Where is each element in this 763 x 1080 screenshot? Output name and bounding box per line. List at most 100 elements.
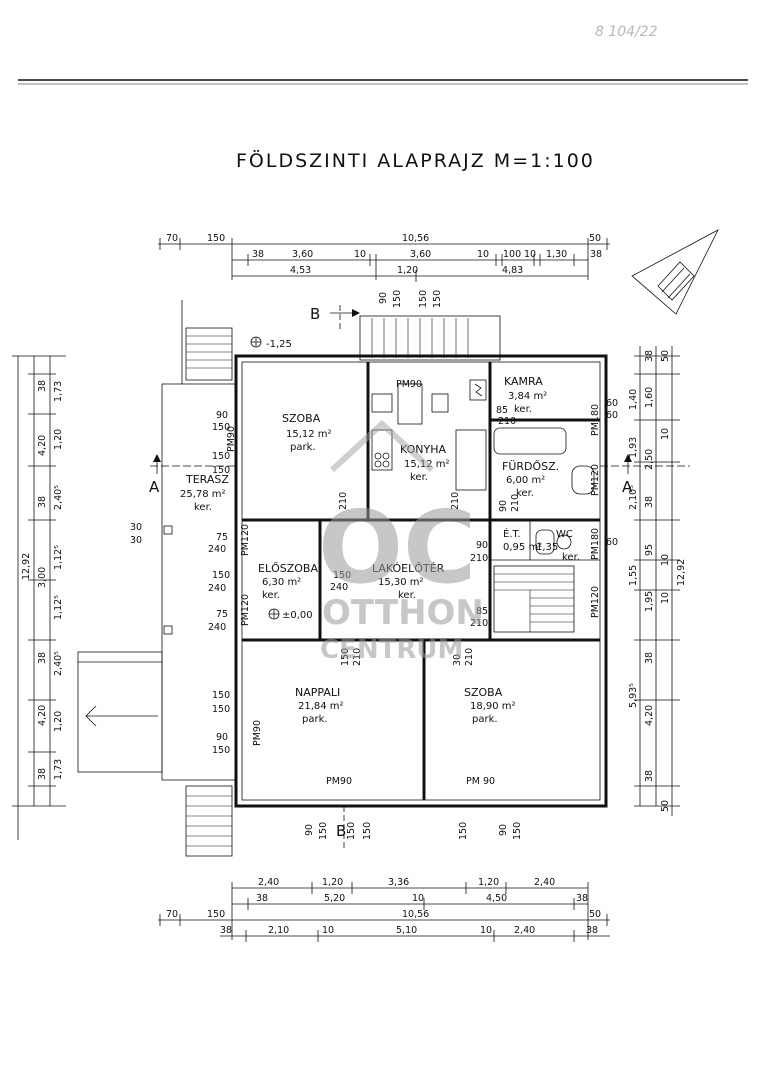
room-szoba-2-floor: park. [472,714,498,725]
rd-8: 10 [660,428,671,440]
rd-9: 38 [644,496,655,508]
rd-10: 2,10⁵ [628,485,639,510]
code-pm90-nappali: PM90 [252,720,263,746]
bd2-0: 38 [256,893,268,904]
d3-a: 75 [216,532,228,543]
watermark-line2: CENTRUM [320,635,463,665]
d13-a: 30 [452,654,463,666]
d1-a: 90 [216,410,228,421]
d9-b: 210 [470,553,488,564]
svg-text:90: 90 [378,292,389,304]
room-furdo-area: 6,00 m² [506,475,545,486]
room-szoba-1-floor: park. [290,442,316,453]
d11-a: 90 [216,732,228,743]
room-nappali-name: NAPPALI [295,686,340,699]
level-inside: ±0,00 [282,610,313,621]
section-a-right-label: A [622,478,633,496]
dim-top-1056: 10,56 [402,233,429,244]
dim-top2-38b: 38 [590,249,602,260]
room-kamra-area: 3,84 m² [508,391,547,402]
room-kamra-floor: ker. [514,404,532,415]
ld-15: 12,92 [21,553,32,580]
rd-6: 1,93 [628,437,639,458]
bottom-dimensions: 2,40 1,20 3,36 1,20 2,40 38 5,20 10 4,50… [158,877,610,942]
d1-b: 150 [212,422,230,433]
bd4-6: 38 [586,925,598,936]
room-furdo-name: FÜRDŐSZ. [502,459,559,473]
room-szoba-2-area: 18,90 m² [470,701,516,712]
room-nappali-floor: park. [302,714,328,725]
level-outside: -1,25 [266,339,292,350]
d8-b: 210 [470,618,488,629]
room-kamra-name: KAMRA [504,375,543,388]
room-furdo-floor: ker. [516,488,534,499]
bv-90b: 90 [498,824,509,836]
room-nappali-area: 21,84 m² [298,701,344,712]
rd-19: 5,93⁵ [628,683,639,708]
d8-a: 85 [476,606,488,617]
d10-b: 150 [212,704,230,715]
bd1-2: 3,36 [388,877,409,888]
bd3-2: 10,56 [402,909,429,920]
bd3-3: 50 [589,909,601,920]
section-b-top: B [310,305,360,330]
wc-label: WC [556,529,573,540]
ld-4: 38 [37,496,48,508]
room-konyha-floor: ker. [410,472,428,483]
room-eloszoba-name: ELŐSZOBA [258,561,318,575]
ld-0: 38 [37,380,48,392]
bd4-1: 2,10 [268,925,289,936]
code-pm120-stair: PM120 [590,586,601,618]
rd-3: 1,60 [644,387,655,408]
ld-14: 1,73 [53,759,64,780]
ld-12: 1,20 [53,711,64,732]
section-b-top-label: B [310,305,320,323]
dim-top3-120: 1,20 [397,265,418,276]
code-pm120-eloszoba-2: PM120 [240,594,251,626]
rd-7: 2,50 [644,449,655,470]
svg-text:150: 150 [418,290,429,308]
room-terasz-name: TERASZ [185,473,229,486]
ld-1: 1,73 [53,381,64,402]
et-area: 0,95 m² [503,542,542,553]
dim-top2-10b: 10 [477,249,489,260]
dim-top-70: 70 [166,233,178,244]
rd-0: 38 [644,350,655,362]
level-markers: -1,25 ±0,00 [250,336,313,621]
d2-b: 150 [212,465,230,476]
ld-7: 3,00 [37,567,48,588]
dim-top2-360a: 3,60 [292,249,313,260]
ld-6: 1,12⁵ [53,545,64,570]
code-pm90-nappali-bottom: PM90 [326,776,352,787]
d4-a: 150 [212,570,230,581]
d7-b: 240 [330,582,348,593]
bd2-1: 5,20 [324,893,345,904]
north-arrow-icon [631,229,719,315]
rd-17: 12,92 [676,559,687,586]
room-terasz-floor: ker. [194,502,212,513]
dim-top2-100: 100 [503,249,521,260]
dim-top2-130: 1,30 [546,249,567,260]
d5-a: 75 [216,609,228,620]
room-szoba-1-name: SZOBA [282,412,321,425]
bd2-2: 10 [412,893,424,904]
bd1-3: 1,20 [478,877,499,888]
wc-floor: ker. [562,552,580,563]
d16-a: 90 [498,500,509,512]
bv-90a: 90 [304,824,315,836]
bd3-1: 150 [207,909,225,920]
d15-a: 210 [450,492,461,510]
code-pm90-szoba-bottom: PM 90 [466,776,495,787]
dim-top2-38a: 38 [252,249,264,260]
bd2-4: 38 [576,893,588,904]
d7-a: 150 [333,570,351,581]
rd-15: 1,95 [644,591,655,612]
section-a-left-label: A [149,478,160,496]
ld-11: 4,20 [37,705,48,726]
bv-150d: 150 [458,822,469,840]
bv-150a: 150 [318,822,329,840]
section-b-bottom-label: B [336,822,346,840]
bv-150c: 150 [362,822,373,840]
room-eloszoba-area: 6,30 m² [262,577,301,588]
